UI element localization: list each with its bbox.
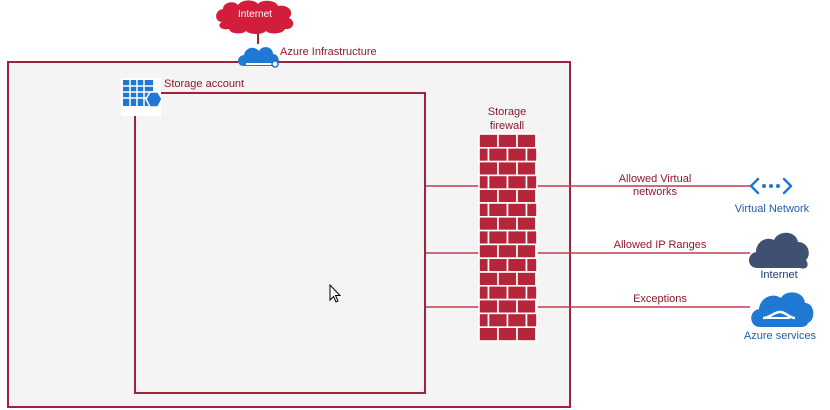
firewall-brick [506,312,528,328]
azure-services-label: Azure services [743,330,817,342]
firewall-brick [478,284,490,301]
firewall-brick [497,133,518,149]
firewall-brick [525,202,538,218]
firewall-brick [516,160,537,177]
azure-infrastructure-label: Azure Infrastructure [280,46,377,58]
firewall-brick [516,188,537,204]
internet-right-cloud-icon [748,232,809,269]
firewall-brick [487,147,509,163]
firewall-brick [525,312,538,328]
firewall-brick [487,284,509,301]
exceptions-label: Exceptions [633,293,687,305]
firewall-brick [506,257,528,273]
firewall-brick [497,243,518,259]
mouse-pointer-icon [329,284,342,303]
firewall-brick [497,271,518,287]
firewall-brick [525,147,538,163]
firewall-brick [478,133,499,149]
firewall-brick [516,133,537,149]
firewall-brick [478,174,490,190]
firewall-brick [478,326,499,342]
storage-firewall-label: Storage firewall [487,106,527,132]
firewall-brick [525,229,538,246]
firewall-brick [487,202,509,218]
firewall-brick [516,271,537,287]
firewall-brick-icon [478,133,538,342]
firewall-brick [497,216,518,232]
internet-top-label: Internet [238,9,272,20]
firewall-brick [535,298,538,315]
firewall-brick [516,216,537,232]
azure-services-cloud-icon [751,292,814,327]
firewall-brick [535,133,538,149]
firewall-brick [487,312,509,328]
firewall-brick [478,243,499,259]
firewall-brick [535,160,538,177]
firewall-brick [525,284,538,301]
firewall-brick [535,271,538,287]
firewall-brick [487,229,509,246]
firewall-brick [478,202,490,218]
firewall-brick [497,326,518,342]
firewall-brick [478,298,499,315]
firewall-brick [478,147,490,163]
firewall-brick [478,216,499,232]
firewall-brick [487,257,509,273]
allowed-virtual-networks-label: Allowed Virtual networks [618,173,692,198]
internet-right-label: Internet [760,269,798,281]
firewall-brick [478,271,499,287]
firewall-brick [525,257,538,273]
firewall-brick [535,326,538,342]
firewall-brick [506,202,528,218]
internet-cloud-icon [216,0,294,34]
firewall-brick [478,229,490,246]
azure-infrastructure-cloud-icon [238,47,279,68]
storage-account-label: Storage account [164,78,245,90]
firewall-brick [478,312,490,328]
firewall-brick [535,243,538,259]
storage-account-box [134,92,426,394]
storage-account-icon [121,78,163,116]
firewall-brick [478,188,499,204]
firewall-brick [478,160,499,177]
firewall-brick [497,298,518,315]
firewall-brick [506,174,528,190]
firewall-brick [516,298,537,315]
firewall-brick [497,160,518,177]
firewall-brick [516,326,537,342]
firewall-brick [487,174,509,190]
virtual-network-label: Virtual Network [734,203,810,215]
firewall-brick [497,188,518,204]
firewall-brick [506,229,528,246]
firewall-brick [506,147,528,163]
firewall-brick [525,174,538,190]
firewall-brick [516,243,537,259]
virtual-network-icon [749,177,793,195]
firewall-brick [506,284,528,301]
allowed-ip-ranges-label: Allowed IP Ranges [613,239,707,251]
firewall-brick [535,216,538,232]
firewall-brick [478,257,490,273]
firewall-brick [535,188,538,204]
